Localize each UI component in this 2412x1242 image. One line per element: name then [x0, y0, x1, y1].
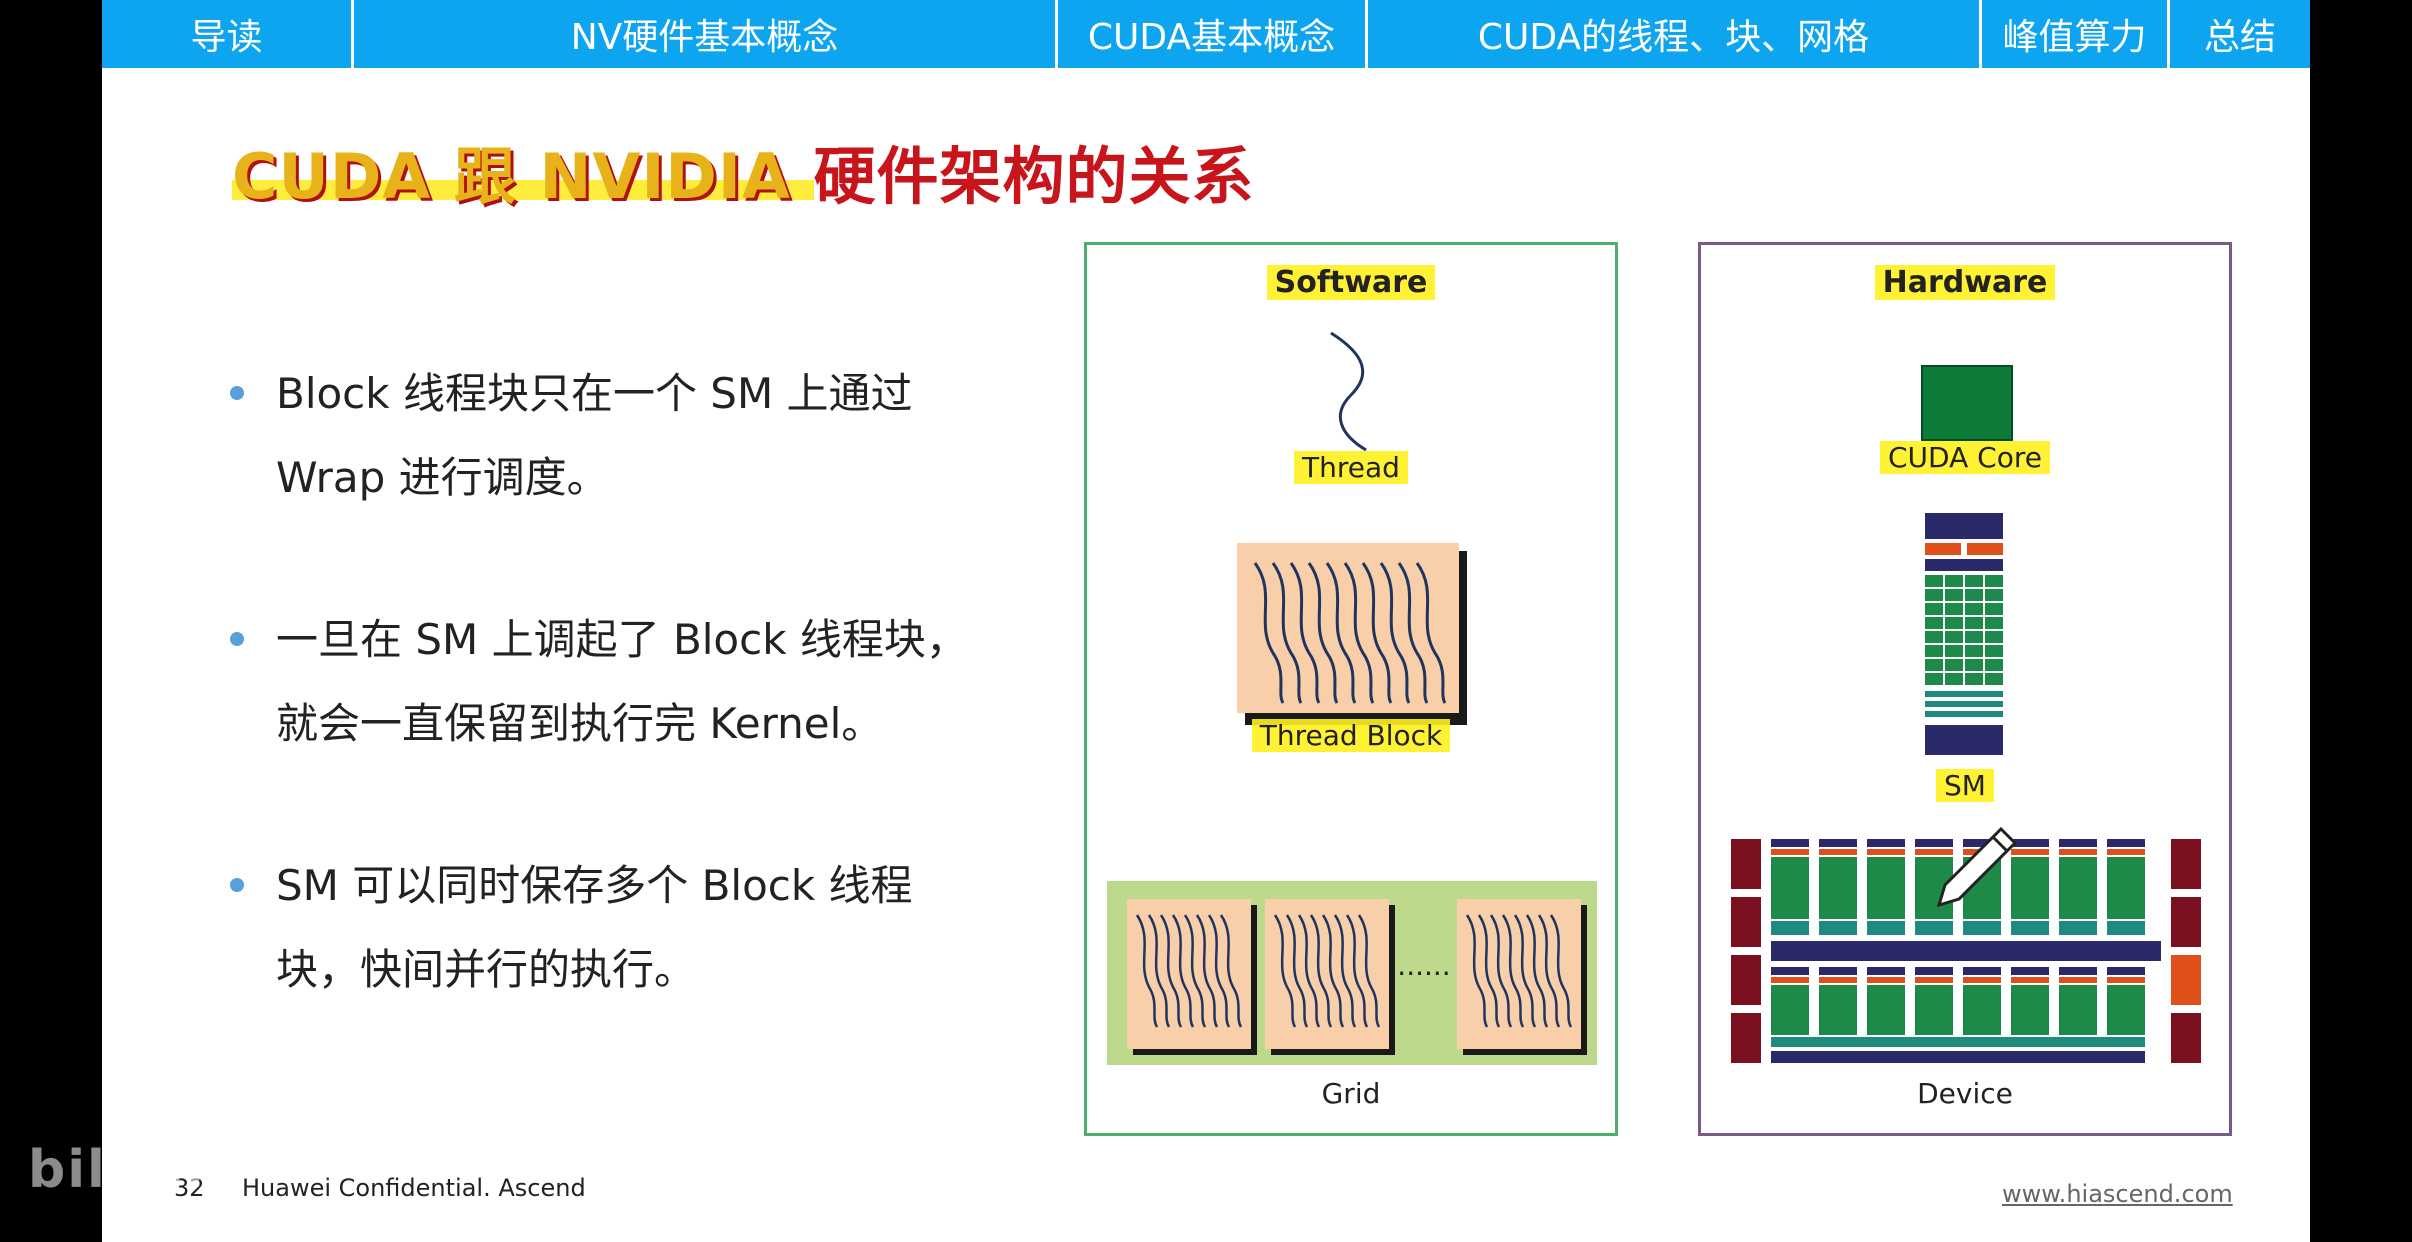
bullet-line: 就会一直保留到执行完 Kernel。	[276, 699, 884, 748]
bullet-dot-icon	[230, 386, 244, 400]
thread-label: Thread	[1294, 451, 1408, 484]
slide-title-cn: 硬件架构的关系	[813, 140, 1255, 213]
slide-title-en: CUDA 跟 NVIDIA	[232, 140, 814, 213]
bullet-item: SM 可以同时保存多个 Block 线程 块，快间并行的执行。	[230, 844, 1110, 1012]
device-label: Device	[1917, 1077, 2013, 1110]
top-nav: 导读 NV硬件基本概念 CUDA基本概念 CUDA的线程、块、网格 峰值算力 总…	[102, 0, 2310, 68]
website-link[interactable]: www.hiascend.com	[2002, 1180, 2233, 1208]
sm-label: SM	[1936, 769, 1994, 802]
bullet-item: 一旦在 SM 上调起了 Block 线程块， 就会一直保留到执行完 Kernel…	[230, 598, 1110, 766]
tab-intro[interactable]: 导读	[102, 0, 354, 68]
software-title: Software	[1266, 265, 1436, 300]
thread-block-icon	[1237, 543, 1467, 725]
confidential-text: Huawei Confidential. Ascend	[242, 1174, 586, 1202]
grid-box: ......	[1107, 881, 1597, 1065]
sm-icon	[1925, 513, 2003, 755]
page-number: 32	[174, 1174, 205, 1202]
slide-title: CUDA 跟 NVIDIA 硬件架构的关系	[232, 126, 1255, 216]
hardware-title: Hardware	[1874, 265, 2056, 300]
bullet-line: Block 线程块只在一个 SM 上通过	[276, 369, 913, 418]
tab-cuda-thread-block-grid[interactable]: CUDA的线程、块、网格	[1368, 0, 1982, 68]
grid-ellipsis: ......	[1397, 949, 1451, 982]
device-icon	[1731, 839, 2201, 1063]
bullet-line: SM 可以同时保存多个 Block 线程	[276, 861, 913, 910]
software-panel: Software Thread Thread Block	[1084, 242, 1618, 1136]
tab-peak-compute[interactable]: 峰值算力	[1982, 0, 2170, 68]
bullet-line: 一旦在 SM 上调起了 Block 线程块，	[276, 615, 968, 664]
slide: 导读 NV硬件基本概念 CUDA基本概念 CUDA的线程、块、网格 峰值算力 总…	[102, 0, 2310, 1242]
grid-blocks-icon	[1127, 899, 1587, 1055]
thread-block-label: Thread Block	[1251, 719, 1451, 752]
bullet-dot-icon	[230, 878, 244, 892]
hardware-panel: Hardware CUDA Core SM	[1698, 242, 2232, 1136]
bullet-list: Block 线程块只在一个 SM 上通过 Wrap 进行调度。 一旦在 SM 上…	[230, 352, 1110, 1090]
grid-label: Grid	[1321, 1077, 1381, 1110]
thread-icon	[1330, 331, 1367, 452]
pen-cursor-icon	[1936, 826, 2018, 908]
tab-summary[interactable]: 总结	[2203, 17, 2276, 58]
bullet-dot-icon	[230, 632, 244, 646]
cuda-core-icon	[1921, 365, 2013, 441]
cuda-core-label: CUDA Core	[1880, 441, 2050, 474]
bullet-line: Wrap 进行调度。	[276, 453, 609, 502]
tab-cuda-concepts[interactable]: CUDA基本概念	[1058, 0, 1368, 68]
bullet-line: 块，快间并行的执行。	[276, 945, 697, 994]
bullet-item: Block 线程块只在一个 SM 上通过 Wrap 进行调度。	[230, 352, 1110, 520]
video-watermark: bilibili	[28, 1140, 226, 1200]
tab-nv-hardware-concepts[interactable]: NV硬件基本概念	[354, 0, 1058, 68]
